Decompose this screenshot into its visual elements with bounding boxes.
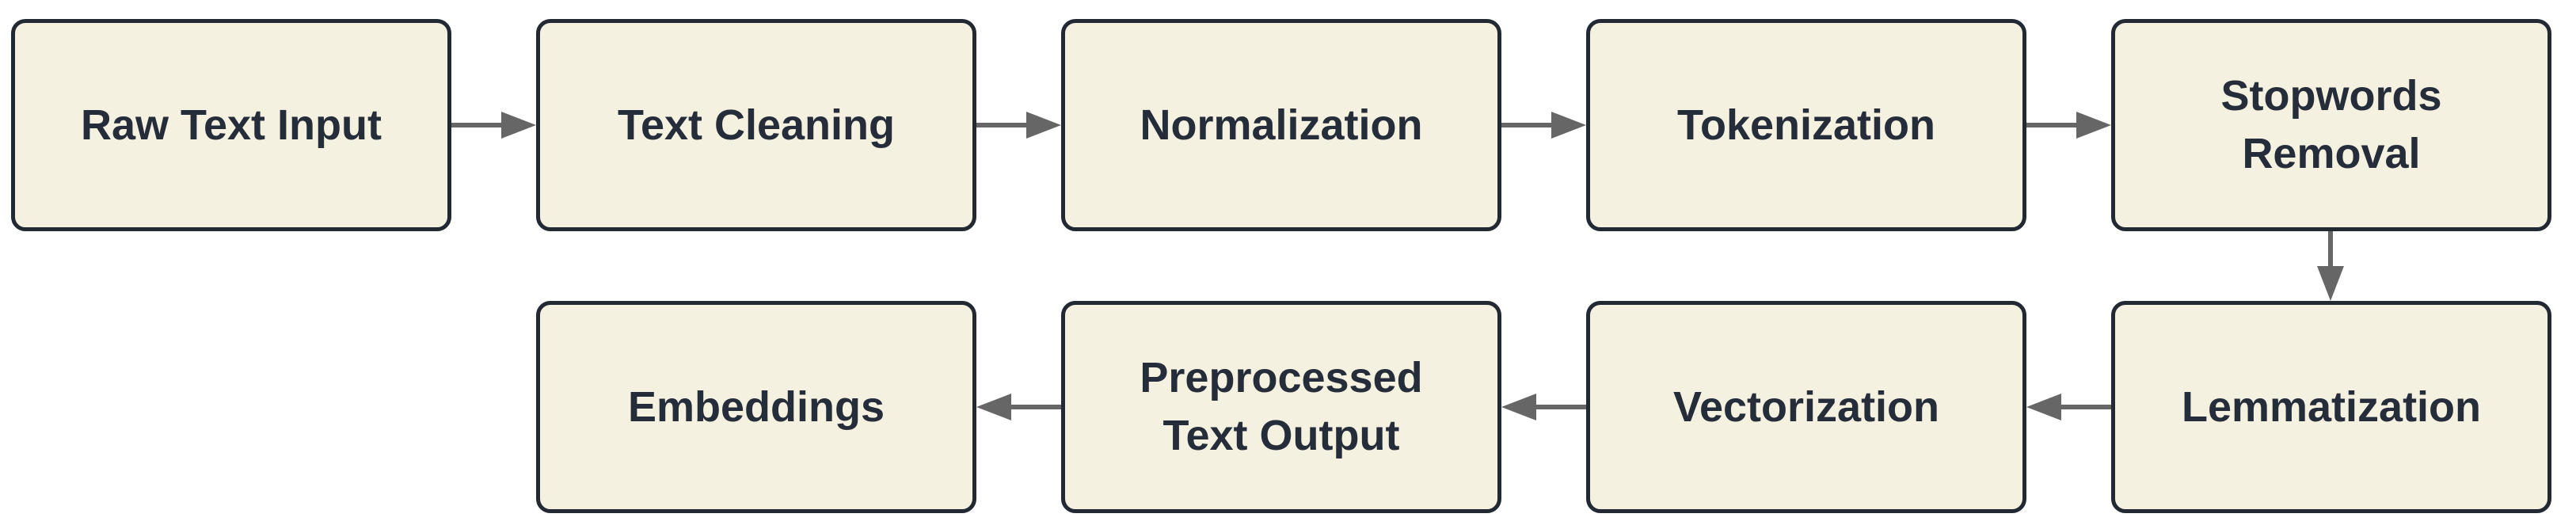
arrow-lemmatization-to-vectorization (2026, 394, 2111, 420)
node-tokenization-label: Tokenization (1676, 101, 1935, 149)
node-normalization-label: Normalization (1140, 101, 1423, 149)
node-normalization: Normalization (1061, 19, 1501, 231)
arrow-tokenization-to-stopwords-removal (2026, 112, 2111, 139)
node-embeddings: Embeddings (536, 301, 976, 513)
node-text-cleaning-label: Text Cleaning (617, 101, 896, 149)
node-stopwords-removal-label: Stopwords Removal (2220, 72, 2442, 177)
node-text-cleaning: Text Cleaning (536, 19, 976, 231)
node-vectorization: Vectorization (1586, 301, 2026, 513)
arrow-stopwords-removal-to-lemmatization (2317, 231, 2344, 301)
arrow-vectorization-to-preprocessed-text-output (1501, 394, 1586, 420)
node-preprocessed-text-output: Preprocessed Text Output (1061, 301, 1501, 513)
arrow-raw-text-input-to-text-cleaning (451, 112, 536, 139)
node-preprocessed-text-output-label: Preprocessed Text Output (1140, 354, 1423, 459)
arrow-normalization-to-tokenization (1501, 112, 1586, 139)
node-raw-text-input: Raw Text Input (11, 19, 451, 231)
node-embeddings-label: Embeddings (627, 382, 885, 431)
node-lemmatization: Lemmatization (2111, 301, 2551, 513)
node-tokenization: Tokenization (1586, 19, 2026, 231)
node-raw-text-input-label: Raw Text Input (80, 101, 382, 149)
node-lemmatization-label: Lemmatization (2181, 382, 2482, 431)
node-stopwords-removal: Stopwords Removal (2111, 19, 2551, 231)
node-vectorization-label: Vectorization (1672, 382, 1940, 431)
arrow-preprocessed-text-output-to-embeddings (976, 394, 1061, 420)
arrow-text-cleaning-to-normalization (976, 112, 1061, 139)
